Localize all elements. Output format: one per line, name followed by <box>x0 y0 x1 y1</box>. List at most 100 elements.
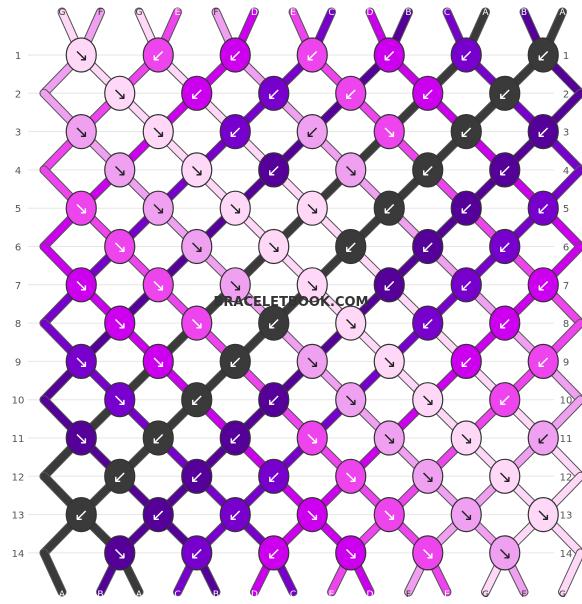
knot-oval <box>489 305 521 341</box>
knot-arrow-icon: ↙ <box>305 123 319 143</box>
knot: ↘ <box>412 458 444 494</box>
knot-oval <box>142 267 174 303</box>
knot-arrow-icon: ↘ <box>421 544 435 564</box>
knot-oval <box>527 190 559 226</box>
knot-oval <box>104 75 136 111</box>
knot-oval <box>219 114 251 150</box>
knot-oval <box>258 382 290 418</box>
top-strand-label: A <box>482 8 489 18</box>
knot-arrow-icon: ↙ <box>228 46 242 66</box>
knot: ↘ <box>181 152 213 188</box>
knot: ↙ <box>335 75 367 111</box>
strand-segment <box>559 549 582 596</box>
knot-oval <box>142 190 174 226</box>
bottom-strand-label: D <box>251 590 258 600</box>
row-number-right: 12 <box>560 472 573 483</box>
knot: ↙ <box>181 382 213 418</box>
knot-oval <box>219 420 251 456</box>
row-number-right: 13 <box>560 511 573 522</box>
knot: ↘ <box>65 114 97 150</box>
knot: ↘ <box>65 343 97 379</box>
knot-oval <box>296 343 328 379</box>
knot-arrow-icon: ↙ <box>267 84 281 104</box>
knot-oval <box>181 535 213 571</box>
knot-arrow-icon: ↙ <box>228 506 242 526</box>
top-strand-label: G <box>59 8 66 18</box>
knot-oval <box>219 496 251 533</box>
knot-arrow-icon: ↘ <box>74 352 88 372</box>
knot-arrow-icon: ↘ <box>151 123 165 143</box>
knot-oval <box>335 382 367 418</box>
knot-arrow-icon: ↘ <box>74 199 88 219</box>
bottom-strand-label: A <box>59 590 66 600</box>
knot: ↘ <box>65 37 97 73</box>
knot: ↙ <box>258 535 290 571</box>
strand-segment <box>40 549 66 596</box>
knot-oval <box>181 458 213 494</box>
knot-oval <box>65 343 97 379</box>
knot-arrow-icon: ↙ <box>305 46 319 66</box>
top-strand-label: B <box>405 8 411 18</box>
knot-arrow-icon: ↘ <box>113 391 127 411</box>
bottom-strand-label: F <box>406 590 411 600</box>
knot: ↘ <box>373 114 405 150</box>
knot: ↙ <box>219 420 251 456</box>
knot-oval <box>450 37 482 73</box>
top-strand-label: C <box>444 8 450 18</box>
knot-oval <box>527 496 559 533</box>
knot-oval <box>450 267 482 303</box>
knot-arrow-icon: ↙ <box>536 429 550 449</box>
knot: ↘ <box>142 267 174 303</box>
knot-oval <box>450 114 482 150</box>
row-number-right: 8 <box>563 319 569 330</box>
knot-oval <box>412 535 444 571</box>
knot: ↘ <box>104 152 136 188</box>
knot-oval <box>258 152 290 188</box>
row-number-left: 10 <box>12 396 25 407</box>
knot-arrow-icon: ↘ <box>190 314 204 334</box>
knot-arrow-icon: ↘ <box>228 199 242 219</box>
row-number-right: 6 <box>563 243 569 254</box>
knot-oval <box>450 343 482 379</box>
knot-oval <box>65 496 97 533</box>
knot-oval <box>373 496 405 533</box>
knot: ↙ <box>489 75 521 111</box>
top-strand-label: F <box>213 8 218 18</box>
knot-oval <box>527 37 559 73</box>
bottom-strand-label: C <box>174 590 180 600</box>
knot: ↙ <box>181 458 213 494</box>
knot-oval <box>181 152 213 188</box>
knot-arrow-icon: ↙ <box>498 84 512 104</box>
knot: ↘ <box>527 496 559 533</box>
knot-arrow-icon: ↙ <box>536 46 550 66</box>
knot-oval <box>489 535 521 571</box>
knot-oval <box>412 305 444 341</box>
knot-oval <box>527 343 559 379</box>
top-strand-label: A <box>559 8 566 18</box>
knot-oval <box>450 420 482 456</box>
knot-arrow-icon: ↙ <box>459 123 473 143</box>
row-number-left: 5 <box>15 204 21 215</box>
knot-oval <box>104 458 136 494</box>
knot: ↘ <box>412 535 444 571</box>
knot-arrow-icon: ↙ <box>382 276 396 296</box>
knot: ↙ <box>181 535 213 571</box>
knot-arrow-icon: ↘ <box>459 506 473 526</box>
knot-arrow-icon: ↙ <box>536 123 550 143</box>
knot-arrow-icon: ↘ <box>498 467 512 487</box>
knot-arrow-icon: ↘ <box>382 506 396 526</box>
knot-oval <box>373 37 405 73</box>
knot-arrow-icon: ↙ <box>459 276 473 296</box>
knot: ↘ <box>489 458 521 494</box>
knot: ↙ <box>296 114 328 150</box>
knot-oval <box>335 75 367 111</box>
knot: ↘ <box>104 228 136 265</box>
knot-oval <box>65 267 97 303</box>
bottom-strand-label: E <box>329 590 335 600</box>
knot-arrow-icon: ↙ <box>459 46 473 66</box>
knot-oval <box>489 75 521 111</box>
knot-arrow-icon: ↘ <box>344 467 358 487</box>
knot-arrow-icon: ↘ <box>113 161 127 181</box>
knot-arrow-icon: ↘ <box>459 429 473 449</box>
